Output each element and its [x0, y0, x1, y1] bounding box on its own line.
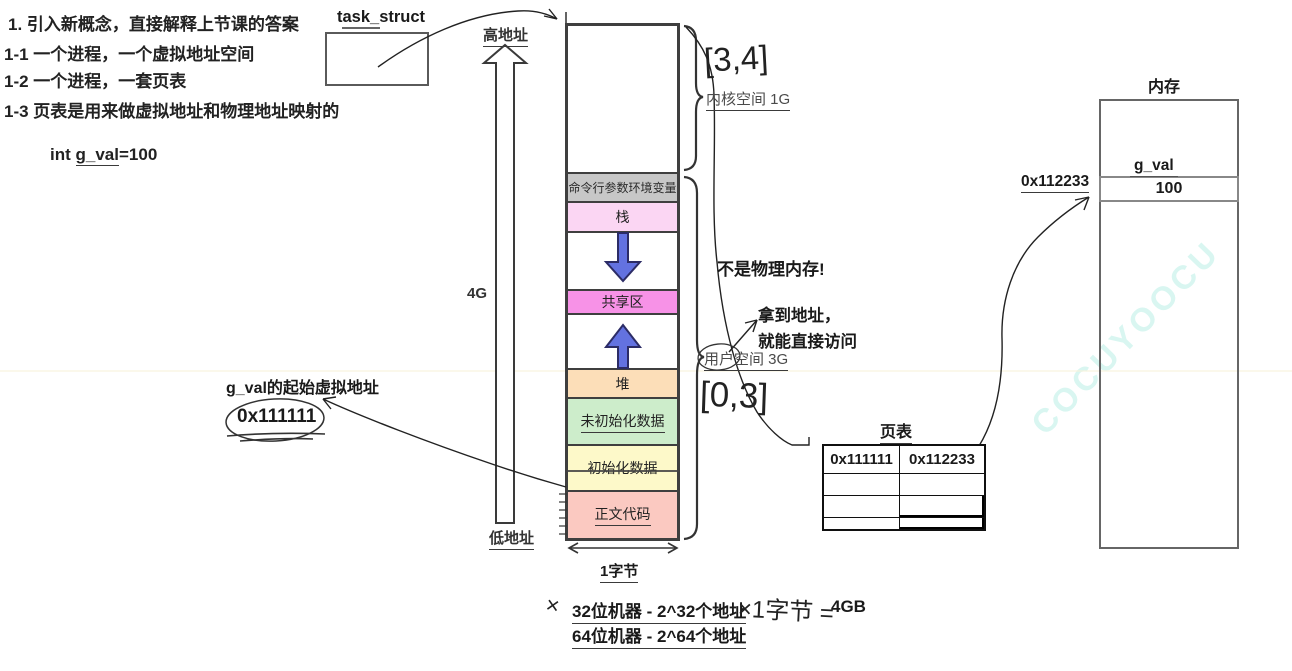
memory-title: 内存 — [1148, 79, 1181, 96]
note-line-2: 1-1 一个进程，一个虚拟地址空间 — [4, 45, 255, 64]
code-variable: g_val — [75, 145, 119, 166]
section-text-code: 正文代码 — [568, 490, 677, 538]
page-table-cell — [824, 518, 900, 529]
task-struct-box — [325, 32, 429, 86]
memory-gval-label: g_val — [1130, 157, 1178, 177]
curve-initdata-to-gval-address — [322, 396, 567, 488]
user-range-handwriting: [0,3] — [699, 374, 769, 417]
page-table-cell — [824, 496, 900, 518]
section-cmdline-env: 命令行参数环境变量 — [568, 172, 677, 201]
code-value: =100 — [118, 145, 158, 164]
address-span-4g-label: 4G — [467, 285, 488, 302]
address-direction-arrow — [481, 43, 529, 524]
page-table-cell — [824, 474, 900, 496]
high-address-label: 高地址 — [483, 24, 529, 47]
section-kernel-empty — [568, 26, 677, 172]
low-address-label: 低地址 — [489, 527, 535, 550]
section-stack: 栈 — [568, 201, 677, 231]
user-space-label: 用户空间 3G — [704, 348, 789, 371]
formula-64bit: 64位机器 - 2^64个地址 — [572, 622, 747, 649]
gval-virtual-address-value: 0x111111 — [237, 406, 317, 427]
virtual-address-space-box: 命令行参数环境变量 栈 共享区 堆 未初始化数据 初始化数据 正文代码 — [565, 23, 680, 541]
task-struct-label: task_struct — [337, 8, 426, 26]
section-uninitialized-data: 未初始化数据 — [568, 397, 677, 444]
memory-gval-cell: 100 — [1099, 176, 1239, 202]
note-line-4: 1-3 页表是用来做虚拟地址和物理地址映射的 — [4, 102, 340, 121]
text-code-label: 正文代码 — [594, 504, 651, 526]
section-gap-grow-up — [568, 313, 677, 368]
code-int-keyword: int — [50, 145, 76, 164]
kernel-space-brace — [683, 24, 704, 172]
gval-virtual-address-caption: g_val的起始虚拟地址 — [226, 380, 379, 397]
byte-width-arrow — [567, 542, 679, 554]
kernel-space-label: 内核空间 1G — [706, 88, 791, 111]
page-table-cell-virtual: 0x111111 — [824, 446, 900, 474]
byte-width-label: 1字节 — [600, 560, 639, 583]
memory-physical-address: 0x112233 — [1021, 173, 1090, 193]
section-initialized-data: 初始化数据 — [568, 444, 677, 490]
page-table-cell — [900, 496, 984, 518]
init-data-label: 初始化数据 — [587, 460, 658, 476]
hand-times-one-byte: ×1字节 = — [737, 595, 835, 628]
hand-check-mark: × — [543, 591, 562, 619]
page-table-title: 页表 — [880, 418, 913, 444]
uninit-data-label: 未初始化数据 — [580, 411, 665, 433]
formula-result-4gb: 4GB — [831, 597, 866, 616]
note-line-1: 1. 引入新概念，直接解释上节课的答案 — [8, 15, 299, 34]
page-table-cell — [900, 474, 984, 496]
memory-box — [1099, 99, 1239, 549]
page-table-cell — [900, 518, 984, 529]
page-table: 0x111111 0x112233 — [822, 444, 986, 531]
section-shared-area: 共享区 — [568, 289, 677, 313]
formula-32bit: 32位机器 - 2^32个地址 — [572, 597, 747, 624]
kernel-range-handwriting: [3,4] — [703, 38, 770, 79]
code-snippet: int g_val=100 — [50, 145, 158, 166]
section-heap: 堆 — [568, 368, 677, 397]
get-address-note-line1: 拿到地址， — [758, 307, 841, 325]
gval-address-underline-scribble — [226, 432, 326, 442]
not-physical-memory-note: 不是物理内存! — [717, 260, 825, 279]
page-table-cell-physical: 0x112233 — [900, 446, 984, 474]
note-line-3: 1-2 一个进程，一套页表 — [4, 72, 187, 91]
section-gap-grow-down — [568, 231, 677, 289]
user-space-brace — [683, 175, 705, 541]
